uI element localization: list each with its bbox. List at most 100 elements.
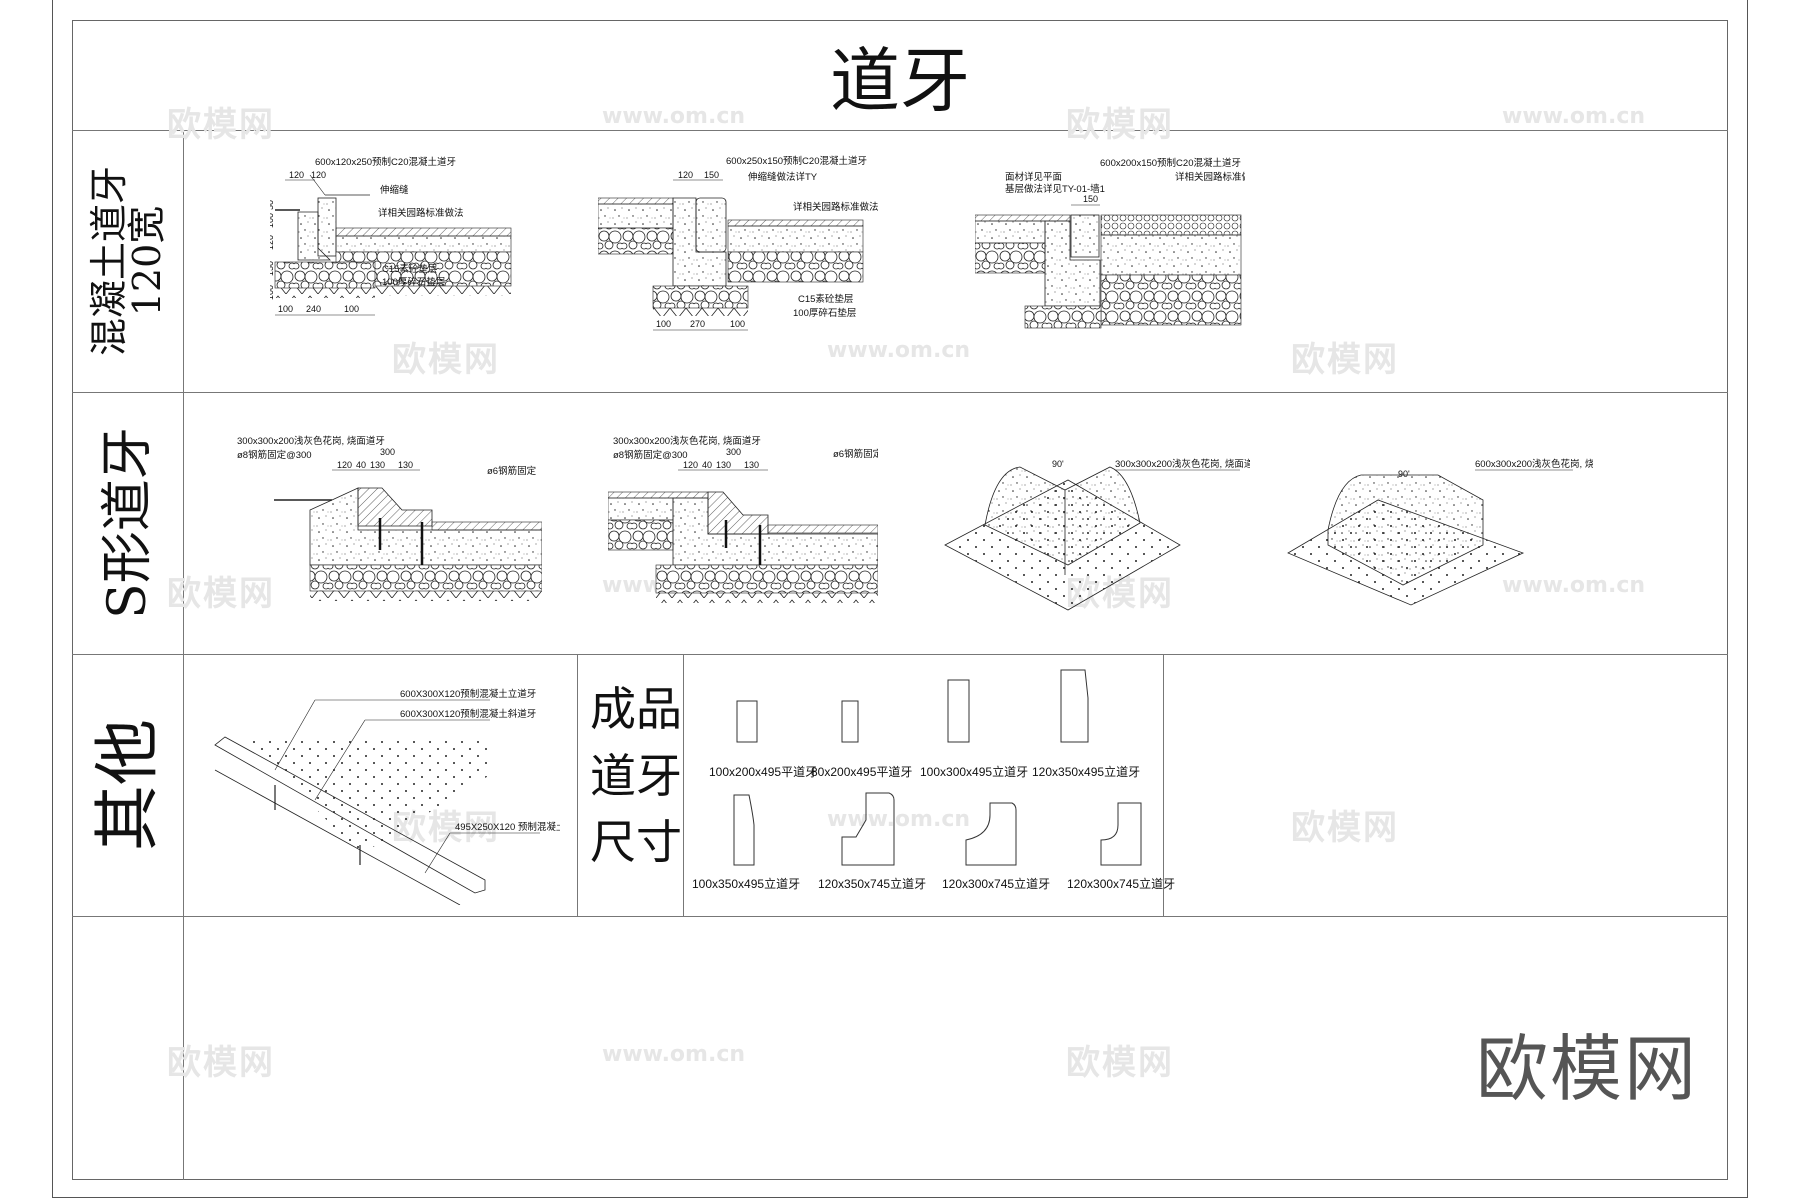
concrete-curb-section-2: 600x250x150预制C20混凝土道牙 伸缩缝做法详TY 120 150 详…: [598, 155, 878, 331]
product-caption: 100x350x495立道牙: [692, 877, 801, 891]
svg-text:600X300X120预制混凝土斜道牙: 600X300X120预制混凝土斜道牙: [400, 708, 536, 720]
svg-text:100: 100: [656, 319, 671, 329]
concrete-curb-section-1: 120 120 600x120x250预制C20混凝土道牙 伸缩缝 详相关园路标…: [270, 156, 512, 316]
svg-text:ø6钢筋固定: ø6钢筋固定: [487, 465, 537, 477]
svg-text:495X250X120 预制混凝土道牙: 495X250X120 预制混凝土道牙: [455, 821, 560, 833]
svg-text:600x300x200浅灰色花岗, 烧面道牙: 600x300x200浅灰色花岗, 烧面道牙: [1475, 458, 1593, 470]
row-label-concrete: 混凝土道牙 120宽: [72, 130, 183, 392]
svg-text:ø8钢筋固定@300: ø8钢筋固定@300: [613, 449, 688, 461]
other-divider: [577, 654, 578, 916]
svg-text:130: 130: [744, 460, 759, 470]
shape-step-slope: [841, 792, 895, 866]
svg-text:150: 150: [1083, 194, 1098, 204]
title-row-divider: [72, 130, 1728, 131]
row1-divider: [72, 392, 1728, 393]
product-caption: 120x300x745立道牙: [1067, 877, 1176, 891]
row-label-s-curb-text: S形道牙: [97, 427, 158, 619]
product-sizes-label-line: 尺寸: [590, 815, 682, 870]
svg-text:40: 40: [356, 460, 366, 470]
shape-chamfer-curve: [733, 794, 755, 866]
svg-text:600x120x250预制C20混凝土道牙: 600x120x250预制C20混凝土道牙: [315, 156, 456, 168]
svg-text:600x200x150预制C20混凝土道牙: 600x200x150预制C20混凝土道牙: [1100, 157, 1241, 169]
s-curb-section-2: 300x300x200浅灰色花岗, 烧面道牙 ø8钢筋固定@300 ø6钢筋固定…: [608, 435, 878, 603]
shape-rect-small: [736, 700, 758, 743]
row2-divider: [72, 654, 1728, 655]
svg-text:130: 130: [716, 460, 731, 470]
svg-text:100: 100: [270, 213, 275, 228]
s-curb-isometric-straight: 90' 600x300x200浅灰色花岗, 烧面道牙: [1287, 458, 1593, 606]
shape-step-curve: [965, 802, 1017, 866]
svg-text:详相关园路标准做法: 详相关园路标准做法: [1175, 171, 1245, 183]
concrete-curb-section-3: 600x200x150预制C20混凝土道牙 面材详见平面 基层做法详见TY-01…: [975, 157, 1245, 329]
svg-text:600X300X120预制混凝土立道牙: 600X300X120预制混凝土立道牙: [400, 688, 536, 700]
row-label-concrete-width: 120宽: [124, 205, 169, 317]
svg-text:100厚碎石垫层: 100厚碎石垫层: [382, 276, 445, 288]
svg-text:90': 90': [1052, 459, 1064, 469]
svg-text:600x250x150预制C20混凝土道牙: 600x250x150预制C20混凝土道牙: [726, 155, 867, 167]
row-label-other: 其他: [72, 654, 183, 916]
product-sizes-label-line: 成品: [590, 682, 682, 736]
product-caption: 100x200x495平道牙: [709, 765, 818, 779]
product-sizes-label-line: 道牙: [590, 748, 682, 803]
shape-step-curve-small: [1100, 802, 1142, 866]
svg-text:基层做法详见TY-01-墙1: 基层做法详见TY-01-墙1: [1005, 183, 1105, 195]
svg-text:40: 40: [702, 460, 712, 470]
svg-text:240: 240: [306, 304, 321, 314]
svg-text:C15素砼垫层: C15素砼垫层: [382, 263, 437, 275]
row-label-concrete-title: 混凝土道牙: [86, 165, 131, 357]
svg-text:300: 300: [380, 447, 395, 457]
product-caption: 120x300x745立道牙: [942, 877, 1051, 891]
brand-logo: 欧模网: [1476, 1027, 1699, 1111]
product-sizes-label: 成品 道牙 尺寸: [590, 676, 682, 876]
svg-text:300x300x200浅灰色花岗, 烧面道牙: 300x300x200浅灰色花岗, 烧面道牙: [1115, 458, 1250, 470]
product-caption: 80x200x495平道牙: [811, 765, 913, 779]
svg-text:伸缩缝做法详TY: 伸缩缝做法详TY: [748, 171, 818, 183]
svg-text:100: 100: [730, 319, 745, 329]
svg-text:120: 120: [289, 170, 304, 180]
other-curb-isometric: 600X300X120预制混凝土立道牙 600X300X120预制混凝土斜道牙 …: [214, 688, 560, 905]
product-label-divider: [683, 654, 684, 916]
page-title: 道牙: [830, 39, 970, 122]
svg-text:270: 270: [690, 319, 705, 329]
svg-text:300x300x200浅灰色花岗, 烧面道牙: 300x300x200浅灰色花岗, 烧面道牙: [237, 435, 385, 447]
svg-text:详相关园路标准做法: 详相关园路标准做法: [793, 201, 878, 213]
svg-text:300x300x200浅灰色花岗, 烧面道牙: 300x300x200浅灰色花岗, 烧面道牙: [613, 435, 761, 447]
svg-text:伸缩缝: 伸缩缝: [380, 184, 409, 196]
svg-text:120: 120: [311, 170, 326, 180]
svg-text:300: 300: [726, 447, 741, 457]
svg-text:ø6钢筋固定: ø6钢筋固定: [833, 448, 878, 460]
s-curb-section-1: 300x300x200浅灰色花岗, 烧面道牙 ø8钢筋固定@300 ø6钢筋固定…: [237, 435, 542, 601]
svg-text:120: 120: [678, 170, 693, 180]
product-caption: 120x350x495立道牙: [1032, 765, 1141, 779]
label-column-divider: [183, 130, 184, 1180]
svg-text:详相关园路标准做法: 详相关园路标准做法: [378, 207, 464, 219]
svg-text:100厚碎石垫层: 100厚碎石垫层: [793, 307, 856, 319]
shape-chamfer-tall: [1060, 669, 1089, 743]
sheet-inner-border: [72, 20, 1728, 1180]
product-caption: 120x350x745立道牙: [818, 877, 927, 891]
product-end-divider: [1163, 654, 1164, 916]
s-curb-isometric-corner: 90' 300x300x200浅灰色花岗, 烧面道牙: [944, 458, 1250, 611]
svg-text:120: 120: [337, 460, 352, 470]
svg-text:ø8钢筋固定@300: ø8钢筋固定@300: [237, 449, 312, 461]
svg-text:130: 130: [370, 460, 385, 470]
svg-text:面材详见平面: 面材详见平面: [1005, 171, 1062, 183]
product-sizes-shapes: [733, 669, 1142, 866]
row-label-s-curb: S形道牙: [72, 392, 183, 654]
row-label-other-text: 其他: [88, 719, 166, 851]
svg-text:120: 120: [683, 460, 698, 470]
svg-text:C15素砼垫层: C15素砼垫层: [798, 293, 853, 305]
shape-rect-narrow: [841, 700, 859, 743]
sheet-outer-border: [52, 0, 1748, 1198]
svg-text:130: 130: [398, 460, 413, 470]
svg-text:50: 50: [270, 200, 275, 210]
svg-text:120: 120: [270, 235, 275, 250]
row3-divider: [72, 916, 1728, 917]
svg-text:150: 150: [704, 170, 719, 180]
shape-rect-tall: [947, 679, 970, 743]
svg-text:100: 100: [270, 285, 275, 300]
svg-text:90': 90': [1398, 469, 1410, 479]
svg-text:150: 150: [270, 261, 275, 276]
svg-text:100: 100: [278, 304, 293, 314]
product-caption: 100x300x495立道牙: [920, 765, 1029, 779]
